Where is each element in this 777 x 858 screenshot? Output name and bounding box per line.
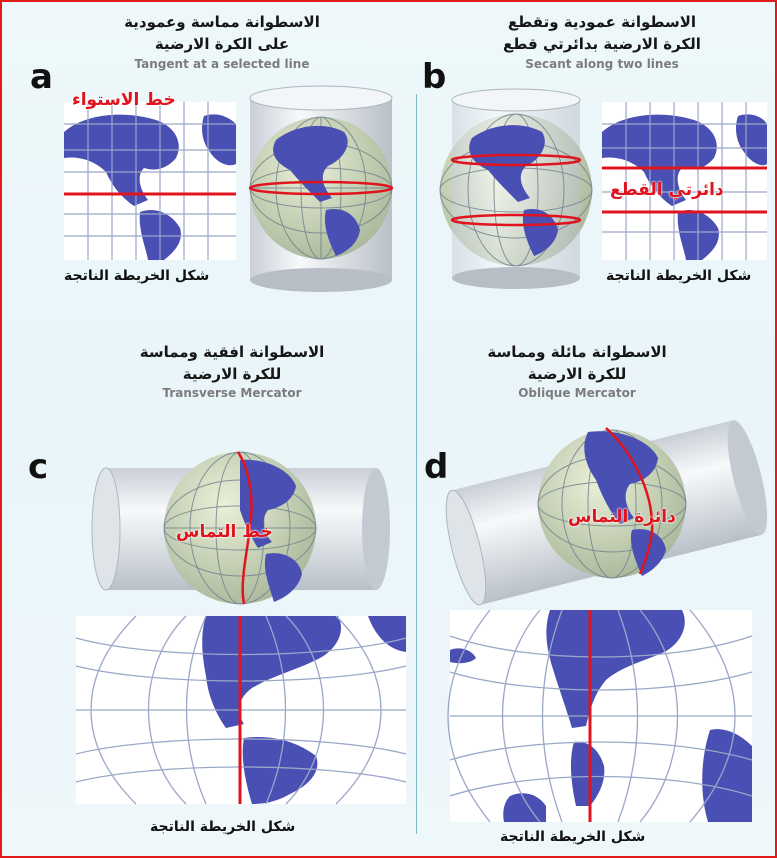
panel-b-title-en: Secant along two lines	[525, 57, 679, 71]
panel-d-map	[447, 609, 753, 823]
panel-b-map	[602, 102, 767, 260]
panel-a-map-caption: شكل الخريطة الناتجة	[64, 268, 210, 284]
panel-d-line-label: دائرة التماس	[568, 507, 676, 527]
panel-d-title-en: Oblique Mercator	[518, 386, 636, 400]
panel-b-title-line-2: الكرة الارضية بدائرتي قطع	[503, 35, 701, 53]
panel-d-title-line-2: للكرة الارضية	[527, 365, 627, 383]
panel-d-letter: d	[424, 447, 449, 487]
panel-d-map-caption: شكل الخريطة الناتجة	[500, 829, 646, 845]
panel-b-cylinder-globe	[439, 88, 593, 289]
panel-c-letter: c	[28, 447, 49, 487]
panel-d-cylinder-globe	[445, 420, 768, 606]
panel-c-line-label: خط التماس	[176, 522, 273, 542]
panel-a-map	[64, 102, 236, 260]
panel-c-cylinder-globe	[91, 451, 390, 605]
panel-c-title-line-1: الاسطوانة افقية ومماسة	[139, 343, 325, 361]
panel-a-cylinder-globe	[248, 85, 394, 292]
panel-b-line-label: دائرتي القطع	[610, 180, 724, 200]
panel-c-title-en: Transverse Mercator	[162, 386, 302, 400]
panel-a-letter: a	[30, 57, 53, 97]
panel-c-map	[75, 615, 407, 805]
panel-a-title-line-2: على الكرة الارضية	[154, 35, 290, 53]
panel-b-map-caption: شكل الخريطة الناتجة	[606, 268, 752, 284]
panel-a-title-en: Tangent at a selected line	[134, 57, 310, 71]
panel-a-title-line-1: الاسطوانة مماسة وعمودية	[124, 13, 320, 31]
panel-b-letter: b	[422, 57, 447, 97]
panel-d-title-line-1: الاسطوانة مائلة ومماسة	[487, 343, 667, 361]
panel-c-map-caption: شكل الخريطة الناتجة	[150, 819, 296, 835]
panel-c-title-line-2: للكرة الارضية	[182, 365, 282, 383]
panel-b-title-line-1: الاسطوانة عمودية وتقطع	[507, 13, 697, 31]
panel-divider	[416, 94, 417, 834]
panel-a-line-label: خط الاستواء	[72, 90, 176, 110]
